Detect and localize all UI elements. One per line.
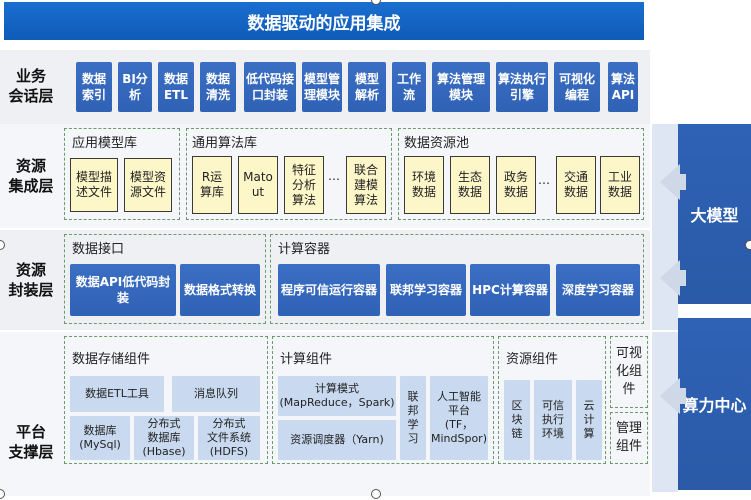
data-pool-title: 数据资源池 [404,136,470,151]
storage-item: 数据ETL工具 [70,376,164,412]
compute-container-item: 联邦学习容器 [386,264,466,316]
resize-handle-right[interactable] [745,240,751,250]
model-lib-item: 模型描 述文件 [70,158,118,212]
diagram-title: 数据驱动的应用集成 [4,2,644,40]
model-lib-title: 应用模型库 [72,136,138,151]
row-label-integration: 资源 集成层 [8,157,54,195]
data-pool-panel [398,128,644,220]
business-item: 数据 清洗 [200,62,236,112]
compute-component-title: 计算组件 [280,352,333,367]
arrow-left-3 [660,378,686,414]
data-pool-item: 工业 数据 [600,156,640,214]
storage-title: 数据存储组件 [72,352,151,367]
data-pool-item: 生态 数据 [450,156,490,214]
compute-component-item: 联 邦 学 习 [400,376,426,460]
storage-item: 消息队列 [172,376,260,412]
data-if-item: 数据API低代码封装 [70,264,176,316]
ellipsis: … [328,169,340,183]
manage-panel [610,412,648,464]
side-arrow-area-top [652,124,678,330]
arrow-left-1 [660,164,686,200]
business-item: 数据 索引 [76,62,112,112]
side-arrows [660,164,686,414]
algo-lib-item: R运 算库 [192,156,232,214]
compute-container-panel [270,234,644,324]
storage-item: 数据库 (MySql) [70,416,130,460]
side-arrow-area-bottom [652,332,678,492]
compute-container-item: 程序可信运行容器 [278,264,380,316]
algo-lib-item: Mato ut [238,156,278,214]
visual-panel [610,336,648,408]
row-label-platform: 平台 支撑层 [8,423,54,461]
algo-lib-item: 特征 分析 算法 [284,156,324,214]
algo-lib-title: 通用算法库 [192,136,258,151]
data-pool-item: 交通 数据 [556,156,596,214]
algo-lib-panel [186,128,392,220]
business-item: 低代码接 口封装 [244,62,296,112]
model-lib-item: 模型资 源文件 [124,158,172,212]
algo-lib-item: 联合 建模 算法 [346,156,386,214]
business-item: 算法执行 引擎 [496,62,548,112]
compute-container-item: 深度学习容器 [556,264,640,316]
business-item: 工作 流 [392,62,426,112]
resource-item: 区 块 链 [504,380,530,460]
data-if-panel [64,234,266,324]
resize-handle-bottom-left[interactable] [0,489,5,499]
manage-component-label: 管理 组件 [615,421,642,454]
resize-handle-bottom[interactable] [371,489,381,499]
compute-component-item: 人工智能 平台 (TF， MindSpor) [430,376,488,460]
model-lib-panel [64,128,180,220]
data-pool-item: 环境 数据 [404,156,444,214]
storage-item: 分布式 数据库 (Hbase) [134,416,194,460]
compute-component-item: 资源调度器（Yarn) [278,420,396,460]
business-item: BI分 析 [118,62,152,112]
compute-component-panel [272,336,494,464]
business-item: 可视化 编程 [554,62,600,112]
compute-container-item: HPC计算容器 [470,264,550,316]
business-item: 数据 ETL [158,62,194,112]
storage-panel [64,336,268,464]
business-item: 模型管 理模块 [302,62,342,112]
visual-component-label: 可视 化组 件 [615,346,642,397]
ellipsis: … [538,173,550,187]
data-pool-item: 政务 数据 [496,156,536,214]
business-item: 模型 解析 [348,62,386,112]
arrow-left-2 [660,260,686,296]
storage-item: 分布式 文件系统 (HDFS) [198,416,260,460]
compute-center-box: 算力中心 [678,318,751,490]
resource-panel [498,336,606,464]
row-label-encapsulation: 资源 封装层 [8,261,54,299]
resource-item: 可信 执行 环境 [534,380,572,460]
big-model-box: 大模型 [678,124,751,304]
compute-component-item: 计算模式 (MapReduce，Spark) [278,376,396,416]
business-item: 算法管理 模块 [432,62,490,112]
data-if-title: 数据接口 [72,242,125,257]
data-if-item: 数据格式转换 [180,264,260,316]
compute-container-title: 计算容器 [278,242,331,257]
resource-item: 云 计 算 [576,380,602,460]
business-item: 算法 API [608,62,638,112]
row-label-business: 业务 会话层 [8,67,54,105]
resource-title: 资源组件 [506,352,559,367]
